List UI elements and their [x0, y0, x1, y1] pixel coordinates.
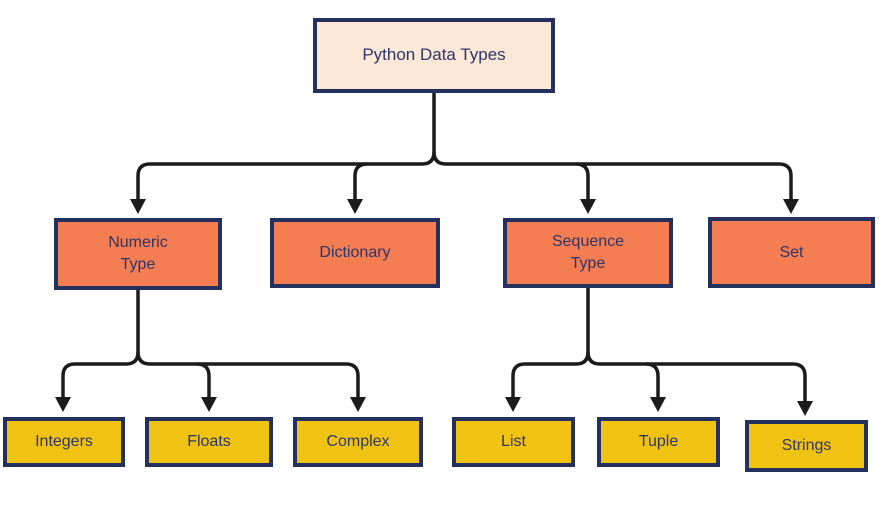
node-tuple: Tuple	[597, 417, 720, 467]
connector-root-dictionary	[353, 162, 368, 200]
arrowhead-list	[505, 397, 521, 412]
node-set: Set	[708, 217, 875, 288]
node-integers: Integers	[3, 417, 125, 467]
node-label: Integers	[35, 433, 93, 451]
arrowhead-strings	[797, 401, 813, 416]
node-label: Strings	[781, 437, 832, 455]
arrowhead-complex	[350, 397, 366, 412]
node-label: Numeric Type	[108, 234, 168, 273]
connector-root-sequence	[575, 162, 590, 200]
arrowhead-numeric	[130, 199, 146, 214]
arrowhead-integers	[55, 397, 71, 412]
node-label: Dictionary	[319, 244, 391, 262]
node-label: Set	[779, 243, 804, 261]
connector-sequence-right	[586, 351, 807, 402]
connector-sequence-left	[511, 288, 590, 398]
connector-sequence-tuple	[645, 362, 660, 398]
arrowhead-set	[783, 199, 799, 214]
node-label: Floats	[187, 433, 231, 451]
node-label: Tuple	[638, 433, 679, 451]
connector-numeric-left	[61, 290, 140, 398]
node-numeric-type: Numeric Type	[54, 218, 222, 290]
connector-root-right	[432, 151, 793, 200]
connector-root-left	[136, 92, 436, 200]
arrowhead-tuple	[650, 397, 666, 412]
node-label: Python Data Types	[362, 45, 506, 65]
node-floats: Floats	[145, 417, 273, 467]
node-sequence-type: Sequence Type	[503, 218, 673, 288]
connector-numeric-right	[136, 351, 360, 398]
node-python-data-types: Python Data Types	[313, 18, 555, 93]
arrowhead-floats	[201, 397, 217, 412]
node-dictionary: Dictionary	[270, 218, 440, 288]
arrowhead-sequence	[580, 199, 596, 214]
arrowhead-dictionary	[347, 199, 363, 214]
node-list: List	[452, 417, 575, 467]
node-label: List	[501, 433, 526, 451]
node-complex: Complex	[293, 417, 423, 467]
connector-numeric-floats	[196, 362, 211, 398]
node-strings: Strings	[745, 420, 868, 472]
node-label: Complex	[326, 433, 390, 451]
node-label: Sequence Type	[551, 233, 625, 272]
